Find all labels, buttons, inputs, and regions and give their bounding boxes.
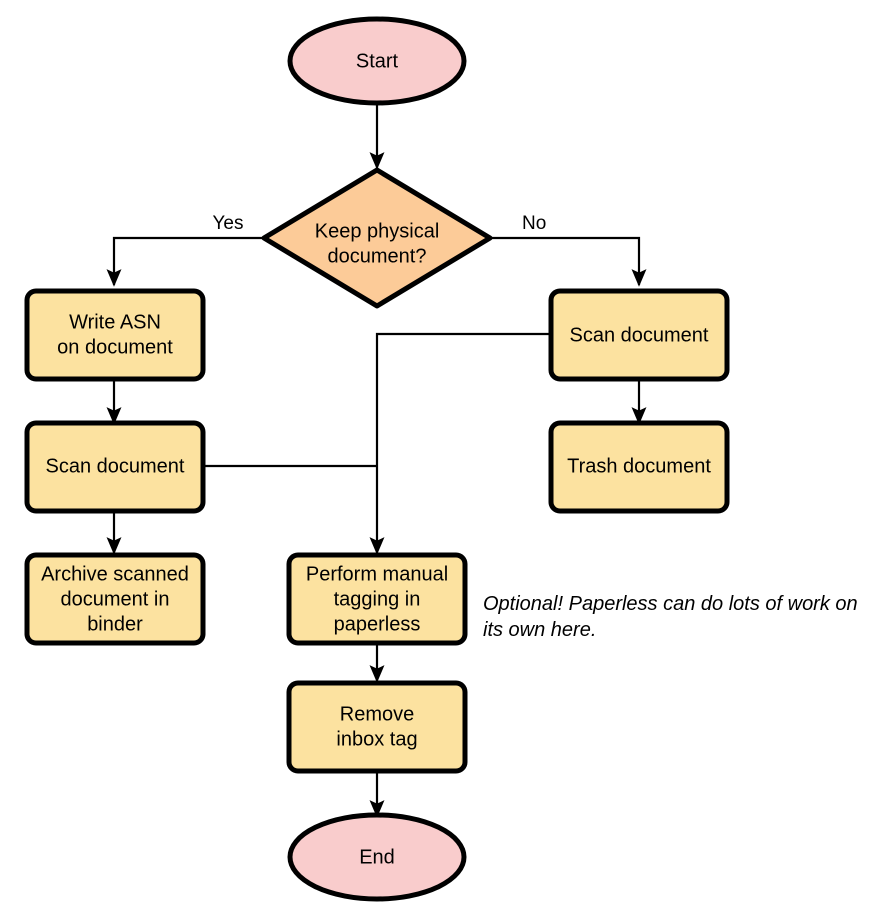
node-perform-manual-tagging-in-paperless-label-line-1: Perform manual xyxy=(306,563,448,585)
edge-layer xyxy=(106,104,647,818)
node-scan-document-right-label: Scan document xyxy=(570,324,709,346)
scan-document-right-box xyxy=(548,288,730,382)
annotation-optional-note-line-2: its own here. xyxy=(483,619,596,641)
remove-inbox-tag-box xyxy=(286,680,468,774)
archive-scanned-document-in-binder-box xyxy=(24,552,206,646)
node-end-label: End xyxy=(359,846,395,868)
edge-label-yes: Yes xyxy=(213,213,244,234)
node-start-label: Start xyxy=(356,50,399,72)
trash-document-box xyxy=(548,420,730,514)
node-remove-inbox-tag-label-line-1: Remove xyxy=(340,703,414,725)
node-write-asn-on-document-label-line-1: Write ASN xyxy=(69,311,161,333)
node-perform-manual-tagging-in-paperless[interactable]: Perform manual tagging in paperless xyxy=(286,552,468,646)
node-keep-physical-document-label-line-2: document? xyxy=(328,245,427,267)
node-trash-document-label: Trash document xyxy=(567,455,711,477)
edge-keep-physical-document-to-write-asn-on-document xyxy=(106,236,264,287)
edge-scan-document-right-to-perform-manual-tagging-in-paperless xyxy=(369,332,551,555)
node-start[interactable]: Start xyxy=(287,16,467,106)
write-asn-on-document-box xyxy=(24,288,206,382)
node-write-asn-on-document-label-line-2: on document xyxy=(57,336,173,358)
keep-physical-document-diamond xyxy=(261,167,493,309)
node-remove-inbox-tag[interactable]: Remove inbox tag xyxy=(286,680,468,774)
node-archive-scanned-document-in-binder[interactable]: Archive scanned document in binder xyxy=(24,552,206,646)
node-trash-document[interactable]: Trash document xyxy=(548,420,730,514)
node-write-asn-on-document[interactable]: Write ASN on document xyxy=(24,288,206,382)
node-archive-scanned-document-in-binder-label-line-1: Archive scanned xyxy=(41,563,189,585)
annotation-optional-note: Optional! Paperless can do lots of work … xyxy=(483,593,858,641)
node-archive-scanned-document-in-binder-label-line-2: document in xyxy=(61,588,170,610)
node-remove-inbox-tag-label-line-2: inbox tag xyxy=(336,728,417,750)
edge-keep-physical-document-to-scan-document-right xyxy=(490,236,647,287)
node-perform-manual-tagging-in-paperless-label-line-2: tagging in xyxy=(334,588,421,610)
edge-label-layer: Yes No xyxy=(213,213,547,234)
node-scan-document-left-label: Scan document xyxy=(46,455,185,477)
edge-label-no: No xyxy=(522,213,546,234)
node-keep-physical-document[interactable]: Keep physical document? xyxy=(261,167,493,309)
annotation-optional-note-line-1: Optional! Paperless can do lots of work … xyxy=(483,593,858,615)
node-keep-physical-document-label-line-1: Keep physical xyxy=(315,220,440,242)
node-perform-manual-tagging-in-paperless-label-line-3: paperless xyxy=(334,613,421,635)
node-scan-document-left[interactable]: Scan document xyxy=(24,420,206,514)
start-ellipse xyxy=(287,16,467,106)
scan-document-left-box xyxy=(24,420,206,514)
perform-manual-tagging-in-paperless-box xyxy=(286,552,468,646)
node-end[interactable]: End xyxy=(287,812,467,902)
end-ellipse xyxy=(287,812,467,902)
node-scan-document-right[interactable]: Scan document xyxy=(548,288,730,382)
node-archive-scanned-document-in-binder-label-line-3: binder xyxy=(87,613,143,635)
